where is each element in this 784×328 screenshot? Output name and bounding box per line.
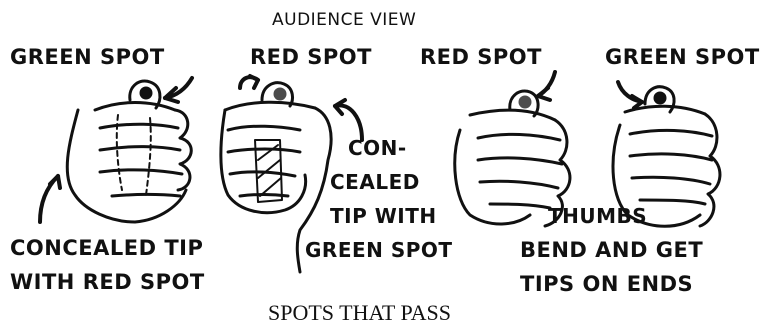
thumbs-line3: TIPS ON ENDS [520, 274, 693, 295]
concealed-tip-green-line3: TIP WITH [330, 206, 437, 226]
concealed-tip-green-line1: CON- [348, 138, 407, 158]
concealed-tip-red-line1: CONCEALED TIP [10, 238, 203, 259]
red-spot-label-1: RED SPOT [250, 47, 372, 68]
audience-view-label: AUDIENCE VIEW [272, 12, 416, 29]
concealed-tip-green-line2: CEALED [330, 172, 420, 192]
fist-3 [455, 72, 570, 226]
fist-1 [40, 78, 192, 222]
concealed-tip-green-line4: GREEN SPOT [305, 240, 453, 260]
concealed-tip-red-line2: WITH RED SPOT [10, 272, 205, 293]
thumbs-line1: THUMBS [548, 206, 647, 226]
figure-caption: SPOTS THAT PASS [268, 302, 451, 324]
red-spot-label-2: RED SPOT [420, 47, 542, 68]
green-spot-label-2: GREEN SPOT [605, 47, 760, 68]
thumbs-line2: BEND AND GET [520, 240, 703, 261]
green-spot-label-1: GREEN SPOT [10, 47, 165, 68]
